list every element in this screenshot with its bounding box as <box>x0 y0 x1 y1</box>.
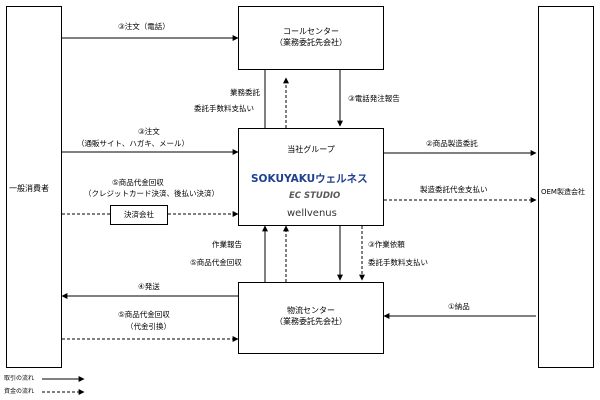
consumer-box: 一般消費者 <box>6 6 62 368</box>
company-name: 当社グループ <box>287 145 335 154</box>
label-consign-fee2: 委託手数料支払い <box>368 258 428 267</box>
ec-studio-logo: EC STUDIO <box>289 191 341 201</box>
call-center-box: コールセンター （業務委託先会社） <box>238 6 384 70</box>
label-phone-order-report: ③電話発注報告 <box>348 94 400 103</box>
label-product-manu: ②商品製造委託 <box>426 139 478 148</box>
label-payment-1: ⑤商品代金回収 <box>112 178 164 187</box>
label-consign-fee: 委託手数料支払い <box>194 104 254 113</box>
label-work-report: 作業報告 <box>212 240 242 249</box>
payment-label: 決済会社 <box>124 210 154 219</box>
label-collect-payment: ⑤商品代金回収 <box>190 258 242 267</box>
call-center-name: コールセンター <box>283 27 339 36</box>
oem-box: OEM製造会社 <box>538 6 594 368</box>
legend-commerce-label: 取引の流れ <box>4 375 35 382</box>
logistics-name: 物流センター <box>287 306 335 315</box>
logistics-box: 物流センター （業務委託先会社） <box>238 282 384 354</box>
call-center-sub: （業務委託先会社） <box>275 38 347 47</box>
oem-label: OEM製造会社 <box>541 188 585 196</box>
label-order-web-1: ③注文 <box>138 127 160 136</box>
label-manu-fee: 製造委託代金支払い <box>420 185 488 194</box>
label-delivery: ①納品 <box>448 302 470 311</box>
label-payment-cod-1: ⑤商品代金回収 <box>118 310 170 319</box>
label-shipment: ④発送 <box>138 282 160 291</box>
label-order-web-2: （通販サイト、ハガキ、メール） <box>77 139 190 148</box>
label-payment-cod-2: （代金引換） <box>126 322 171 331</box>
logistics-sub: （業務委託先会社） <box>275 317 347 326</box>
label-payment-2: （クレジットカード決済、後払い決済） <box>84 189 219 198</box>
consumer-label: 一般消費者 <box>9 184 49 193</box>
wellvenus-logo: wellvenus <box>287 208 337 219</box>
label-work-request: ③作業依頼 <box>368 240 405 249</box>
label-business-consign: 業務委託 <box>230 88 260 97</box>
payment-box: 決済会社 <box>110 205 168 225</box>
legend-funds-label: 資金の流れ <box>4 388 35 395</box>
label-order-phone: ③注文（電話） <box>118 22 170 31</box>
company-box: 当社グループ SOKUYAKUウェルネス EC STUDIO wellvenus <box>238 128 384 226</box>
sokuyaku-logo: SOKUYAKUウェルネス <box>251 173 368 185</box>
